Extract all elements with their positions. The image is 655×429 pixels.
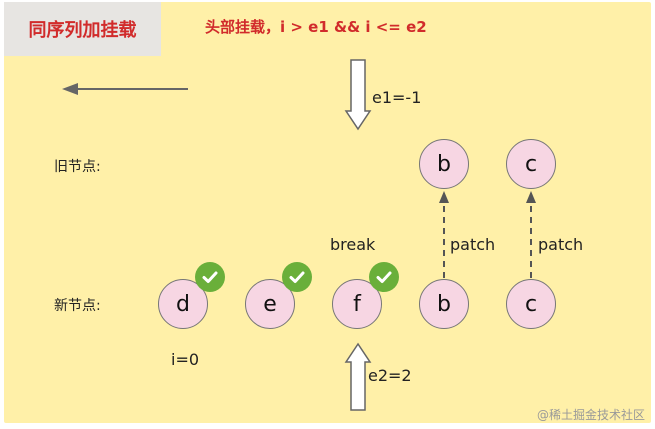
old-node-c: c (506, 139, 556, 189)
patch-arrow-c-head (526, 191, 536, 203)
patch-label-b: patch (450, 235, 496, 254)
check-icon-e (282, 262, 312, 292)
e2-up-arrow (344, 342, 372, 411)
check-icon-f (369, 262, 399, 292)
patch-arrow-b-head (439, 191, 449, 203)
new-row-label: 新节点: (54, 298, 101, 314)
new-node-e: e (245, 279, 295, 329)
new-node-c: c (506, 279, 556, 329)
e1-down-arrow (344, 59, 372, 131)
old-node-b: b (419, 139, 469, 189)
patch-label-c: patch (538, 235, 584, 254)
diagram-title: 同序列加挂载 (4, 2, 161, 56)
break-label: break (330, 235, 376, 254)
new-node-b: b (419, 279, 469, 329)
diagram-panel (4, 2, 651, 423)
watermark: @稀土掘金技术社区 (536, 408, 645, 422)
e2-label: e2=2 (368, 366, 412, 385)
check-icon-d (195, 262, 225, 292)
i-label: i=0 (171, 350, 200, 369)
old-row-label: 旧节点: (54, 159, 101, 175)
diagram-subtitle: 头部挂载，i > e1 && i <= e2 (205, 18, 427, 36)
e1-label: e1=-1 (372, 88, 422, 107)
left-arrow-head (62, 83, 78, 95)
new-node-f: f (332, 279, 382, 329)
